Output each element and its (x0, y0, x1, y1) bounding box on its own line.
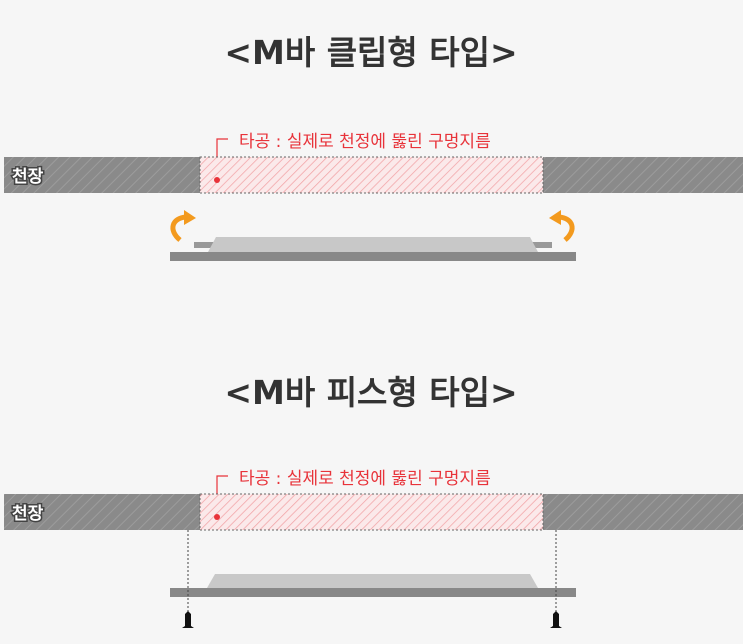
section-clip-type: <M바 클립형 타입> 타공 : 실제로 천정에 뚫린 구멍지름 천장 (4, 33, 743, 261)
screw-icon (550, 611, 562, 628)
hole-note: 타공 : 실제로 천정에 뚫린 구멍지름 (239, 469, 491, 489)
ceiling: 천장 (4, 156, 743, 194)
light-panel (170, 574, 576, 597)
ceiling-hole (199, 493, 544, 531)
light-panel (170, 237, 576, 261)
section-title: <M바 피스형 타입> (224, 373, 517, 412)
hole-note: 타공 : 실제로 천정에 뚫린 구멍지름 (239, 132, 491, 152)
ceiling: 천장 (4, 493, 743, 531)
section-title: <M바 클립형 타입> (224, 33, 517, 72)
ceiling-label: 천장 (12, 504, 44, 524)
ceiling-label: 천장 (12, 167, 44, 187)
curved-arrow-icon (170, 210, 196, 242)
ceiling-hole (199, 156, 544, 194)
section-screw-type: <M바 피스형 타입> 타공 : 실제로 천정에 뚫린 구멍지름 천장 (4, 373, 743, 628)
screw-icon (182, 611, 194, 628)
curved-arrow-icon (549, 210, 575, 242)
